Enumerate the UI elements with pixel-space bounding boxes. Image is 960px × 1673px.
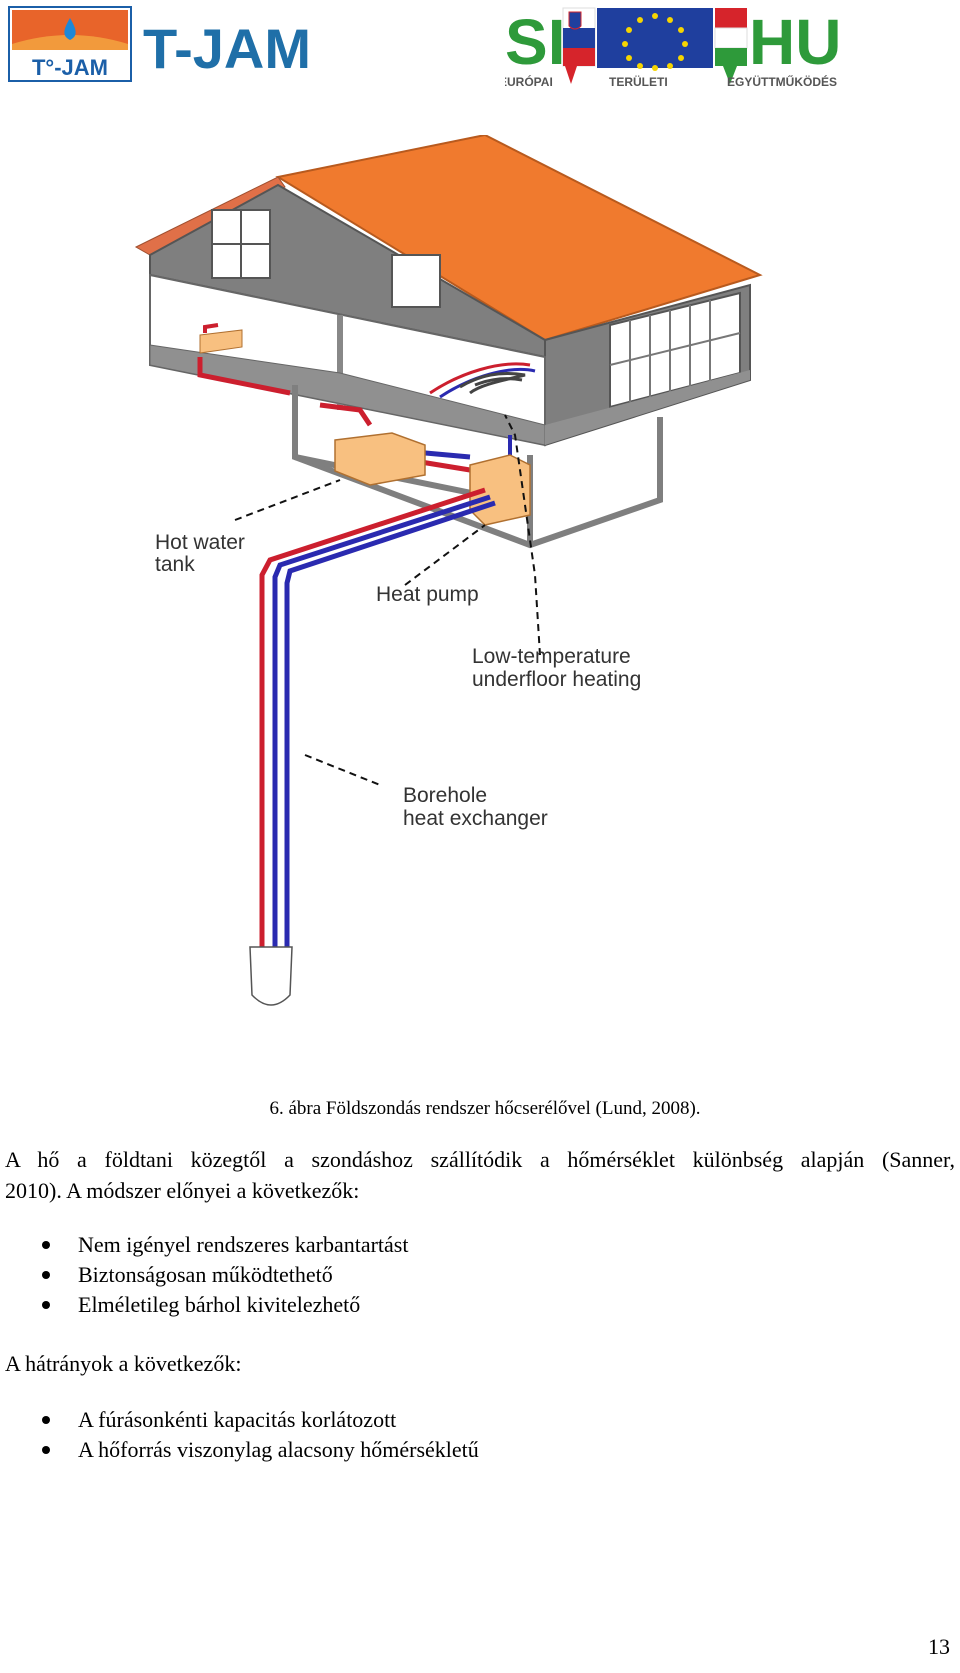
disadvantages-heading: A hátrányok a következők: [5,1351,242,1376]
bullet-icon [42,1446,50,1454]
borehole-end [249,946,293,1006]
sihu-word-1: EURÓPAI [505,74,553,89]
list-item: A hőforrás viszonylag alacsony hőmérsékl… [0,1435,900,1465]
bullet-icon [42,1416,50,1424]
bullet-icon [42,1301,50,1309]
list-item-label: Elméletileg bárhol kivitelezhető [78,1292,361,1317]
sihu-hu-text: HU [749,6,841,78]
roof [275,135,763,342]
list-item-label: Biztonságosan működtethető [78,1262,333,1287]
figure-caption: 6. ábra Földszondás rendszer hőcserélőve… [269,1098,701,1119]
label-heat-pump: Heat pump [376,583,479,606]
label-hot-water-1: Hot water [155,531,245,554]
body-paragraph: A hő a földtani közegtől a szondáshoz sz… [5,1144,955,1206]
bullet-icon [42,1241,50,1249]
paragraph-line-1: A hő a földtani közegtől a szondáshoz sz… [5,1147,955,1172]
sihu-si-text: SI [505,6,565,78]
label-underfloor-2: underfloor heating [472,668,641,691]
sihu-word-2: TERÜLETI [609,74,668,89]
hot-water-tank [334,432,426,486]
label-hot-water-2: tank [155,553,195,576]
sihu-logo: SI HU EURÓPAI TERÜLETI EGYÜTTMŰKÖDÉS [505,6,841,89]
heat-pump-figure: Hot water tank Heat pump Low-temperature… [134,135,763,1006]
list-item: A fúrásonkénti kapacitás korlátozott [0,1405,900,1435]
list-item: Nem igényel rendszeres karbantartást [0,1230,900,1260]
list-item-label: A hőforrás viszonylag alacsony hőmérsékl… [78,1437,479,1462]
tjam-logo-text: T-JAM [143,17,311,80]
tjam-logo: T°-JAM T-JAM [8,6,311,82]
label-underfloor-1: Low-temperature [472,645,631,668]
sihu-word-3: EGYÜTTMŰKÖDÉS [727,74,837,89]
list-item: Elméletileg bárhol kivitelezhető [0,1290,900,1320]
list-item-label: Nem igényel rendszeres karbantartást [78,1232,409,1257]
tjam-badge-text: T°-JAM [32,55,108,80]
label-borehole-2: heat exchanger [403,807,548,830]
paragraph-line-2: 2010). A módszer előnyei a következők: [5,1178,360,1203]
list-item: Biztonságosan működtethető [0,1260,900,1290]
list-item-label: A fúrásonkénti kapacitás korlátozott [78,1407,397,1432]
page-number: 13 [928,1634,950,1659]
label-borehole-1: Borehole [403,784,487,807]
bullet-icon [42,1271,50,1279]
